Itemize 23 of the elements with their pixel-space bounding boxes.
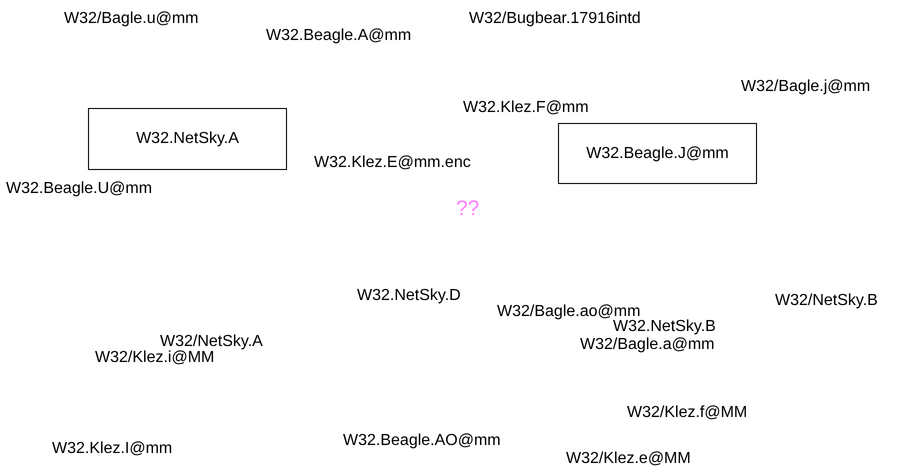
text-label: W32.Klez.E@mm.enc bbox=[314, 153, 471, 172]
text-label: W32.Klez.F@mm bbox=[463, 98, 589, 117]
text-label: W32/Klez.f@MM bbox=[627, 403, 748, 422]
text-label: W32.Beagle.A@mm bbox=[266, 26, 412, 45]
text-label: W32/Bagle.ao@mm bbox=[497, 302, 640, 320]
text-label: W32/Bugbear.17916intd bbox=[469, 9, 641, 28]
node-box bbox=[88, 108, 287, 170]
node-label: W32.Beagle.J@mm bbox=[586, 144, 729, 162]
text-label: W32/Bagle.a@mm bbox=[580, 335, 715, 354]
text-label: W32/Klez.e@MM bbox=[566, 449, 691, 468]
text-label: W32.NetSky.D bbox=[357, 286, 461, 305]
text-label: W32/Klez.i@MM bbox=[95, 349, 214, 367]
text-label: W32.Klez.I@mm bbox=[52, 439, 172, 458]
text-label: W32/NetSky.B bbox=[775, 291, 878, 310]
text-label: W32/Bagle.j@mm bbox=[741, 77, 870, 96]
text-label: W32.NetSky.B bbox=[613, 318, 716, 336]
text-label: W32/NetSky.A bbox=[160, 332, 263, 350]
node-box bbox=[558, 123, 757, 184]
text-label: ?? bbox=[456, 197, 480, 221]
node-label: W32.NetSky.A bbox=[136, 130, 239, 148]
text-label: W32.Beagle.AO@mm bbox=[343, 431, 501, 450]
text-label: W32.Beagle.U@mm bbox=[6, 179, 152, 198]
text-label: W32/Bagle.u@mm bbox=[64, 9, 199, 28]
